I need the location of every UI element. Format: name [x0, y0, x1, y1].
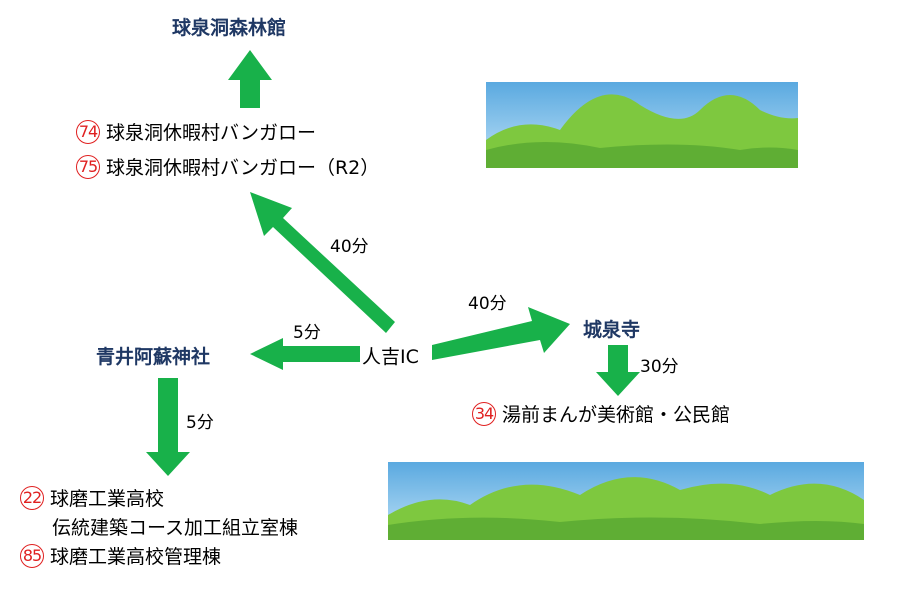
- item-22: 22 球磨工業高校: [20, 484, 164, 511]
- badge-75: 75: [76, 154, 100, 179]
- item-34: 34 湯前まんが美術館・公民館: [472, 400, 730, 427]
- badge-85: 85: [20, 543, 44, 568]
- badge-34: 34: [472, 401, 496, 426]
- item-22-line2: 伝統建築コース加工組立室棟: [52, 517, 299, 539]
- place-aoi-aso: 青井阿蘇神社: [96, 346, 211, 368]
- item-22-line1: 球磨工業高校: [50, 488, 165, 510]
- place-josenji: 城泉寺: [583, 319, 641, 341]
- green-arrow-icon-down-left: [146, 378, 190, 476]
- item-74: 74 球泉洞休暇村バンガロー: [76, 118, 316, 145]
- item-85-label: 球磨工業高校管理棟: [50, 546, 222, 568]
- time-ic-to-josenji: 40分: [468, 294, 507, 314]
- green-arrow-icon-up: [228, 50, 272, 108]
- item-75: 75 球泉洞休暇村バンガロー（R2）: [76, 153, 379, 180]
- item-85: 85 球磨工業高校管理棟: [20, 542, 221, 569]
- time-ic-to-kyusendo: 40分: [330, 237, 369, 257]
- green-arrow-icon-diagonal: [250, 192, 395, 333]
- place-hitoyoshi-ic: 人吉IC: [362, 346, 419, 368]
- green-arrow-icon-left: [250, 338, 360, 370]
- green-arrow-icon-down-right: [596, 345, 640, 396]
- item-34-label: 湯前まんが美術館・公民館: [502, 404, 731, 426]
- place-kyusendo-forest: 球泉洞森林館: [172, 17, 287, 39]
- time-josenji-to-yunomae: 30分: [640, 357, 679, 377]
- green-arrow-icon-right: [432, 307, 570, 360]
- time-ic-to-aoi: 5分: [293, 323, 321, 343]
- item-74-label: 球泉洞休暇村バンガロー: [106, 122, 316, 144]
- badge-22: 22: [20, 485, 44, 510]
- badge-74: 74: [76, 119, 100, 144]
- time-aoi-to-kuma: 5分: [186, 413, 214, 433]
- item-75-label: 球泉洞休暇村バンガロー（R2）: [106, 157, 380, 179]
